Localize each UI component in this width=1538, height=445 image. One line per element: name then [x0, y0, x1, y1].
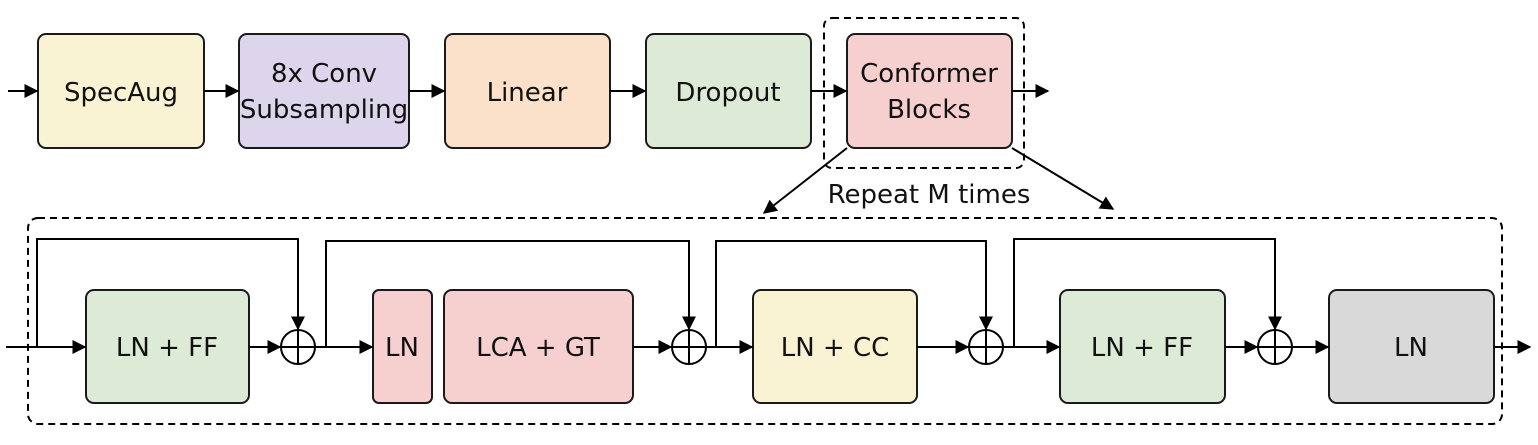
block-ln-ff-1: LN + FF	[85, 289, 250, 404]
block-linear-label: Linear	[487, 78, 568, 108]
block-ln-cc: LN + CC	[752, 289, 918, 404]
block-conv-label-line2: Subsampling	[240, 95, 408, 125]
block-conv-label-line1: 8x Conv	[271, 59, 377, 89]
block-dropout: Dropout	[645, 33, 812, 149]
conformer-block-dashed-frame	[27, 217, 1503, 425]
block-linear: Linear	[444, 33, 611, 149]
top-row: SpecAug 8x Conv Subsampling Linear Dropo…	[8, 17, 1115, 214]
conformer-block-detail: LN + FF LN LCA + GT LN + CC LN + FF LN	[6, 217, 1532, 425]
residual-2	[325, 240, 696, 347]
conformer-dashed-frame	[823, 17, 1025, 169]
block-lca-gt-label: LCA + GT	[476, 333, 600, 363]
residual-3	[715, 240, 993, 347]
adder-4	[1257, 329, 1293, 365]
expand-arrow-right	[1011, 147, 1115, 210]
block-conformer: Conformer Blocks	[846, 33, 1013, 149]
adder-3	[968, 329, 1004, 365]
adder-2	[671, 329, 707, 365]
expand-arrow-left	[762, 147, 848, 214]
block-specaug: SpecAug	[37, 33, 205, 149]
block-specaug-label: SpecAug	[64, 78, 178, 108]
block-conformer-label-line1: Conformer	[860, 59, 998, 89]
block-ln-final-label: LN	[1394, 333, 1428, 363]
block-conformer-label-line2: Blocks	[887, 95, 971, 125]
block-conv-subsampling: 8x Conv Subsampling	[238, 33, 410, 149]
repeat-label: Repeat M times	[828, 180, 1031, 210]
block-ln-ff-1-label: LN + FF	[116, 333, 218, 363]
block-ln-final: LN	[1328, 289, 1495, 404]
block-ln-small-label: LN	[385, 333, 419, 363]
block-ln-ff-2: LN + FF	[1059, 289, 1226, 404]
block-lca-gt: LCA + GT	[443, 289, 634, 404]
block-ln-small: LN	[372, 289, 433, 404]
adder-1	[280, 329, 316, 365]
block-dropout-label: Dropout	[675, 78, 780, 108]
block-ln-ff-2-label: LN + FF	[1091, 333, 1193, 363]
residual-4	[1013, 238, 1282, 347]
residual-1	[36, 238, 305, 347]
block-ln-cc-label: LN + CC	[781, 333, 890, 363]
